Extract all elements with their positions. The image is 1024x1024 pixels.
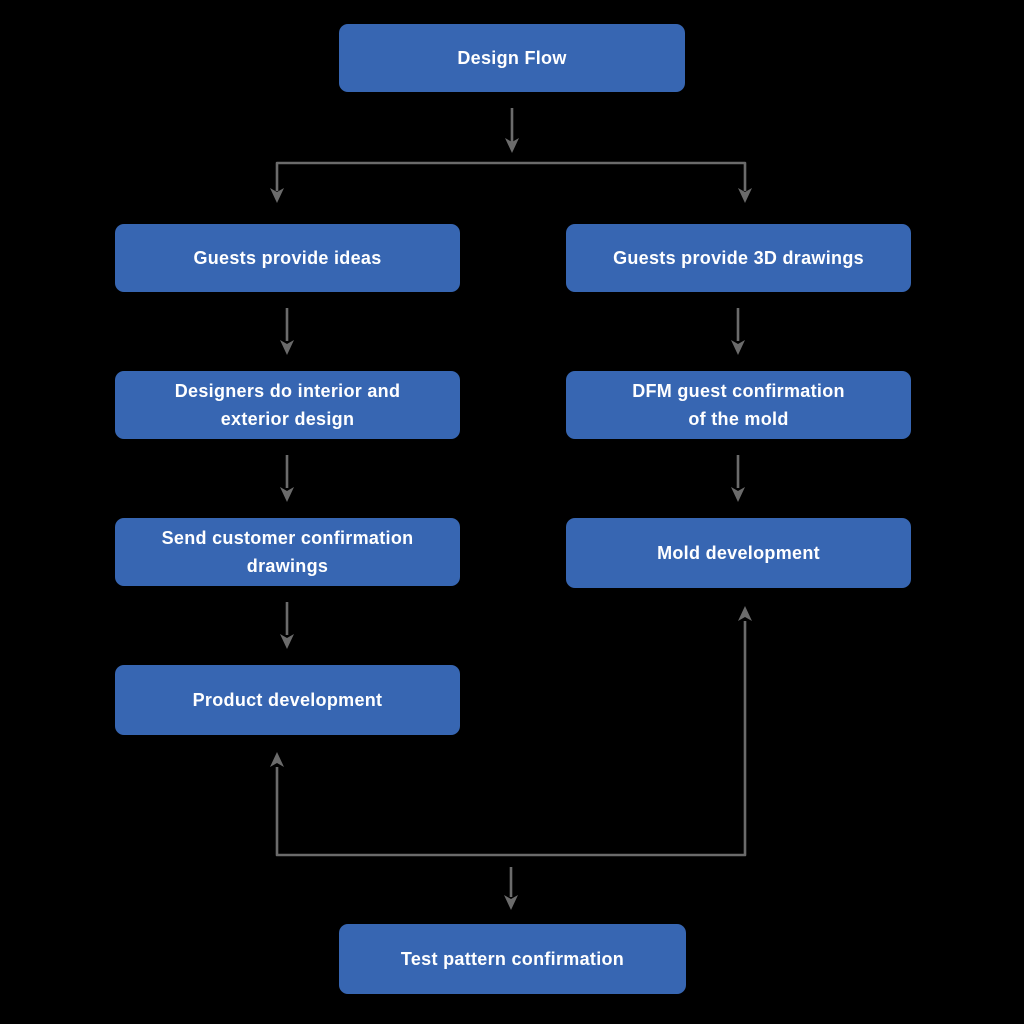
node-send-customer-confirmation: Send customer confirmation drawings (115, 518, 460, 586)
node-designers-interior-exterior: Designers do interior and exterior desig… (115, 371, 460, 439)
node-guests-provide-3d-drawings: Guests provide 3D drawings (566, 224, 911, 292)
edge-split-branches (270, 161, 752, 203)
arrow-up-icon (270, 752, 284, 767)
edge-into-testpattern (504, 867, 518, 910)
edge-dfm-molddev (731, 455, 745, 502)
arrow-down-icon (731, 487, 745, 502)
arrow-down-icon (731, 340, 745, 355)
arrow-up-icon (738, 606, 752, 621)
arrow-down-icon (280, 340, 294, 355)
node-dfm-guest-confirmation: DFM guest confirmation of the mold (566, 371, 911, 439)
arrow-down-icon (280, 487, 294, 502)
arrow-down-icon (504, 895, 518, 910)
edge-sendconfirmation-productdev (280, 602, 294, 649)
node-design-flow: Design Flow (339, 24, 685, 92)
arrow-down-icon (505, 138, 519, 153)
arrow-down-icon (738, 188, 752, 203)
node-mold-development: Mold development (566, 518, 911, 588)
arrow-down-icon (270, 188, 284, 203)
edge-designflow-split (505, 108, 519, 153)
edge-designers-sendconfirmation (280, 455, 294, 502)
edge-guestsideas-designers (280, 308, 294, 355)
edge-guests3d-dfm (731, 308, 745, 355)
arrow-down-icon (280, 634, 294, 649)
node-guests-provide-ideas: Guests provide ideas (115, 224, 460, 292)
node-test-pattern-confirmation: Test pattern confirmation (339, 924, 686, 994)
node-product-development: Product development (115, 665, 460, 735)
